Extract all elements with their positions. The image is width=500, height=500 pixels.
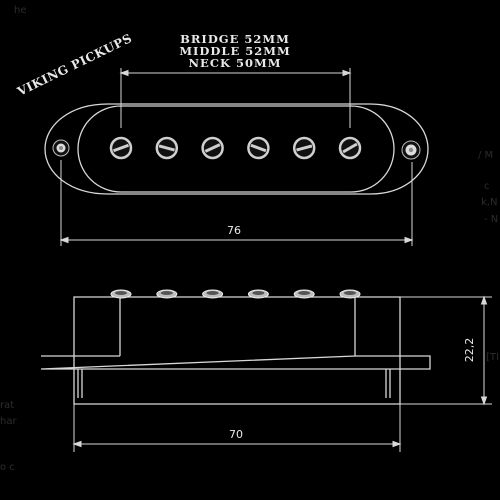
height-dimension [400,295,492,406]
pole-piece-3 [201,136,224,160]
spec-bridge: BRIDGE 52MM [180,32,290,46]
mounting-screw-left [52,139,70,157]
brand-label: VIKING PICKUPS [14,31,134,99]
bg-text-left-rat: rat [0,400,14,411]
pole-piece-1 [109,136,133,160]
total-length-dimension [59,160,414,246]
height-label: 22,2 [463,338,476,363]
background-text: he / M c k,N - N [TI rat har o c [0,5,499,473]
spec-block: BRIDGE 52MM MIDDLE 52MM NECK 50MM [179,32,290,70]
pole-pieces-side [110,289,361,299]
spec-neck: NECK 50MM [189,56,282,70]
bg-text-left-har: har [0,416,17,427]
bg-text-top-left: he [14,5,27,16]
bg-text-left-oc: o c [0,462,15,473]
bg-text-right-dash: - N [484,214,498,225]
base-length-dimension [72,404,402,452]
pole-piece-6 [338,136,362,160]
pole-piece-4 [247,136,270,160]
bg-text-right-ti: [TI [486,352,499,363]
pole-top-side-2 [156,289,178,299]
pole-top-side-6 [339,289,361,299]
pole-top-side-5 [293,289,315,299]
pole-piece-2 [155,136,179,160]
pole-top-side-4 [247,289,269,299]
base-length-label: 70 [229,428,243,441]
pole-top-side-1 [110,289,132,299]
spec-middle: MIDDLE 52MM [179,44,290,58]
pole-piece-5 [292,136,316,160]
pole-pieces-top [109,136,362,160]
bg-text-right-c: c [484,181,490,192]
pickup-top-view [44,103,429,195]
pole-spread-dimension [119,68,352,128]
bg-text-right-k: k,N [481,197,497,208]
pickup-side-view [40,296,431,405]
bg-text-right-slash: / M [478,150,493,161]
mounting-screw-right [401,140,421,160]
pole-top-side-3 [202,289,224,299]
total-length-label: 76 [227,224,241,237]
